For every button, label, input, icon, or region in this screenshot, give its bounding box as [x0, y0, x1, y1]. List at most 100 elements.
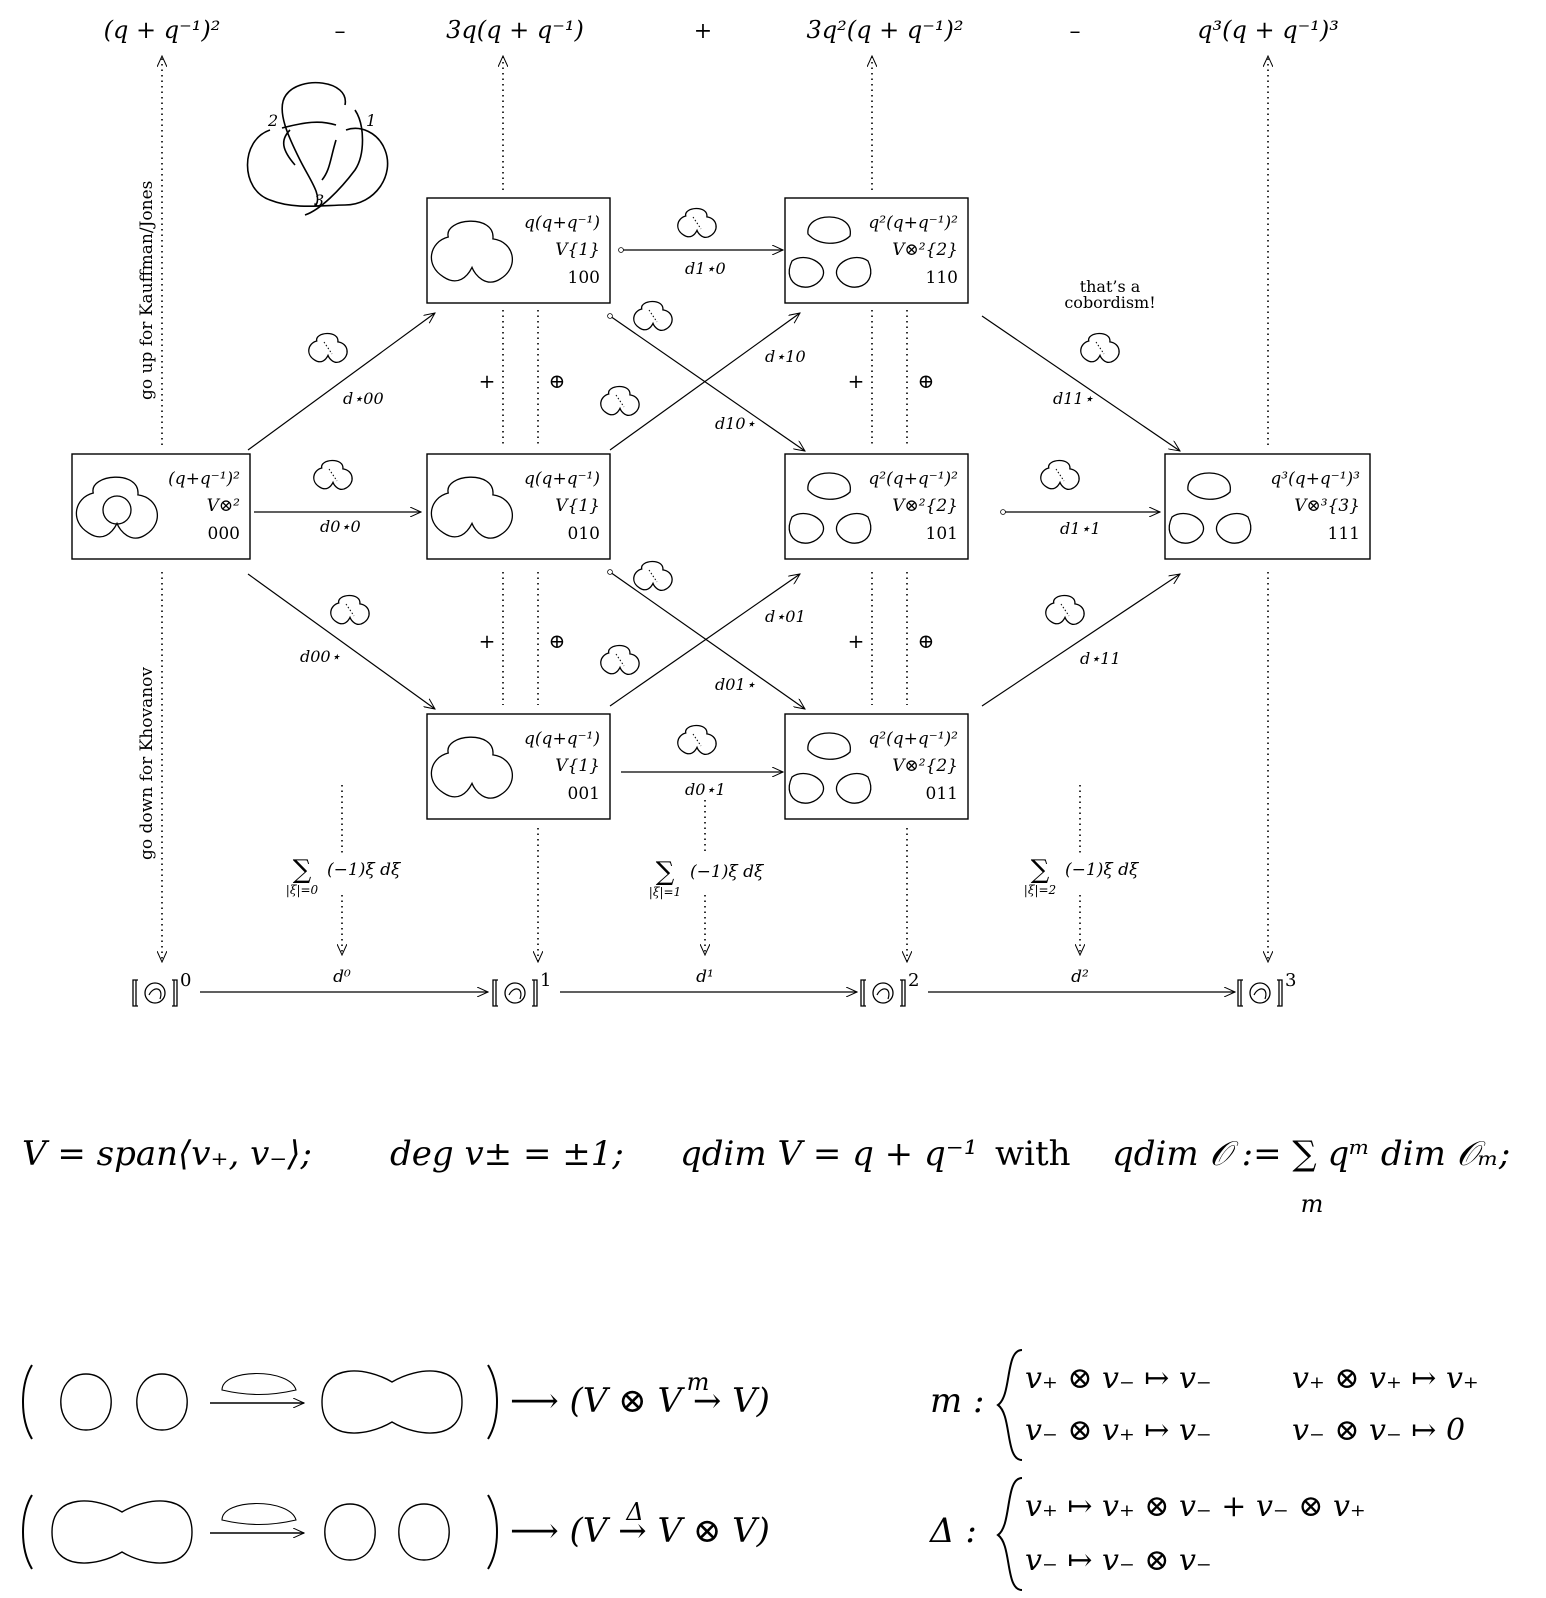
- sum-index-1: |ξ|=1: [649, 885, 681, 899]
- state-space: V⊗²{2}: [892, 240, 958, 260]
- state-poly: q(q+q⁻¹): [524, 469, 600, 489]
- top-sign-0: –: [335, 19, 346, 44]
- state-code: 110: [926, 268, 958, 288]
- top-term-2: 3q²(q + q⁻¹)²: [807, 16, 964, 44]
- oplus-1-upper: ⊕: [549, 369, 566, 393]
- trefoil-label-2: 2: [267, 111, 278, 130]
- edge-label-d*11: d⋆11: [1080, 649, 1121, 668]
- trefoil-label-3: 3: [314, 191, 324, 210]
- state-box-frame: [784, 453, 969, 560]
- plus-2-lower: +: [848, 629, 865, 653]
- state-code: 001: [568, 784, 600, 804]
- merge-map-label: m: [687, 1368, 710, 1396]
- top-sign-1: +: [694, 19, 712, 44]
- smoothing-picture: [788, 472, 872, 544]
- definition-line: V = span⟨v₊, v₋⟩; deg v± = ±1; qdim V = …: [22, 1134, 1510, 1218]
- state-box-001: q(q+q⁻¹) V{1} 001: [426, 713, 611, 820]
- m-name: m :: [930, 1381, 985, 1421]
- cobordism-glyph: [677, 207, 717, 239]
- edge-label-d0*0: d0⋆0: [320, 517, 361, 536]
- top-row: (q + q⁻¹)² – 3q(q + q⁻¹) + 3q²(q + q⁻¹)²…: [104, 16, 1339, 44]
- cobordism-glyphs: [308, 207, 1120, 756]
- edge-000-100: [247, 313, 435, 451]
- state-box-011: q²(q+q⁻¹)²V⊗²{2}011: [784, 713, 969, 820]
- chain-degree: 1: [540, 970, 551, 991]
- state-box-frame: [1164, 453, 1371, 560]
- state-space: V{1}: [555, 240, 600, 260]
- edge-label-d1*1: d1⋆1: [1060, 519, 1101, 538]
- chain-degree: 0: [180, 970, 191, 991]
- delta-brace: [996, 1477, 1023, 1591]
- state-code: 010: [568, 524, 600, 544]
- sum-body-2: (−1)ξ dξ: [1065, 860, 1140, 880]
- trefoil-knot: [246, 81, 389, 216]
- sum-sigma-0: ∑: [293, 855, 312, 885]
- sum-index-2: |ξ|=2: [1024, 883, 1056, 897]
- cobordism-glyph: [600, 644, 640, 676]
- state-poly: q²(q+q⁻¹)²: [868, 729, 958, 749]
- state-code: 101: [926, 524, 958, 544]
- top-term-1: 3q(q + q⁻¹): [446, 16, 584, 44]
- sum-sigma-2: ∑: [1031, 855, 1050, 885]
- cobordism-glyph: [1040, 459, 1080, 491]
- state-box-frame: [784, 713, 969, 820]
- chain-map-label-1: d¹: [696, 967, 714, 987]
- state-box-frame: [426, 197, 611, 304]
- chain-object-3: 3: [1237, 970, 1296, 1007]
- cobordism-glyph: [313, 459, 353, 491]
- delta-rule-1: v₋ ↦ v₋ ⊗ v₋: [1025, 1543, 1212, 1578]
- split-result: ⟶ (V → V ⊗ V): [510, 1511, 770, 1551]
- state-box-frame: [71, 453, 251, 560]
- plus-1-lower: +: [479, 629, 496, 653]
- column-lines: [162, 56, 1268, 962]
- state-box-110: q²(q+q⁻¹)² V⊗²{2} 110: [784, 197, 969, 304]
- cobordism-glyph: [633, 560, 673, 592]
- sum-labels: ∑ |ξ|=0 (−1)ξ dξ ∑ |ξ|=1 (−1)ξ dξ ∑ |ξ|=…: [286, 855, 1140, 899]
- edge-label-d00*: d00⋆: [300, 647, 341, 666]
- state-box-frame: [426, 453, 611, 560]
- state-box-frame: [784, 197, 969, 304]
- chain-degree: 3: [1285, 970, 1296, 991]
- chain-map-label-0: d⁰: [333, 967, 351, 987]
- edge-label-d11*: d11⋆: [1053, 389, 1094, 408]
- top-sign-2: –: [1070, 19, 1081, 44]
- def-sum-index: m: [1301, 1190, 1324, 1218]
- edge-010-011: [610, 572, 805, 709]
- annotation-line-2: cobordism!: [1064, 293, 1155, 312]
- edge-label-d*00: d⋆00: [343, 389, 384, 408]
- cobordism-glyph: [600, 385, 640, 417]
- edge-label-d*10: d⋆10: [765, 347, 806, 366]
- side-label-down: go down for Khovanov: [137, 667, 157, 860]
- sum-body-1: (−1)ξ dξ: [690, 862, 765, 882]
- state-poly: (q+q⁻¹)²: [168, 469, 240, 489]
- plus-2-upper: +: [848, 369, 865, 393]
- side-label-up: go up for Kauffman/Jones: [137, 181, 157, 400]
- state-box-100: q(q+q⁻¹)V{1}100: [426, 197, 611, 304]
- edge-110-111: [981, 315, 1180, 451]
- state-poly: q(q+q⁻¹): [524, 729, 600, 749]
- edge-010-110: [609, 313, 800, 451]
- edge-labels: d⋆00 d0⋆0 d00⋆ d1⋆0 d10⋆ d⋆10 d01⋆ d⋆01 …: [300, 259, 1121, 799]
- state-box-010: q(q+q⁻¹)V{1}010: [426, 453, 611, 560]
- annotation-line-1: that’s a: [1080, 277, 1141, 296]
- state-poly: q²(q+q⁻¹)²: [868, 213, 958, 233]
- edge-001-101: [609, 574, 800, 707]
- oplus-1-lower: ⊕: [549, 629, 566, 653]
- edge-100-101: [610, 316, 805, 451]
- state-box-101: q²(q+q⁻¹)²V⊗²{2}101: [784, 453, 969, 560]
- smoothing-picture: [430, 736, 513, 799]
- smoothing-picture: [430, 476, 513, 539]
- state-space: V{1}: [555, 756, 600, 776]
- cobordism-glyph: [677, 724, 717, 756]
- state-code: 111: [1328, 524, 1360, 544]
- state-space: V⊗³{3}: [1294, 496, 1360, 516]
- edge-label-d1*0: d1⋆0: [685, 259, 726, 278]
- oplus-2-upper: ⊕: [918, 369, 935, 393]
- smoothing-picture: [1168, 472, 1252, 544]
- state-poly: q²(q+q⁻¹)²: [868, 469, 958, 489]
- smoothing-picture: [430, 220, 513, 283]
- edge-label-d01*: d01⋆: [715, 675, 756, 694]
- delta-rule-0: v₊ ↦ v₊ ⊗ v₋ + v₋ ⊗ v₊: [1025, 1489, 1366, 1524]
